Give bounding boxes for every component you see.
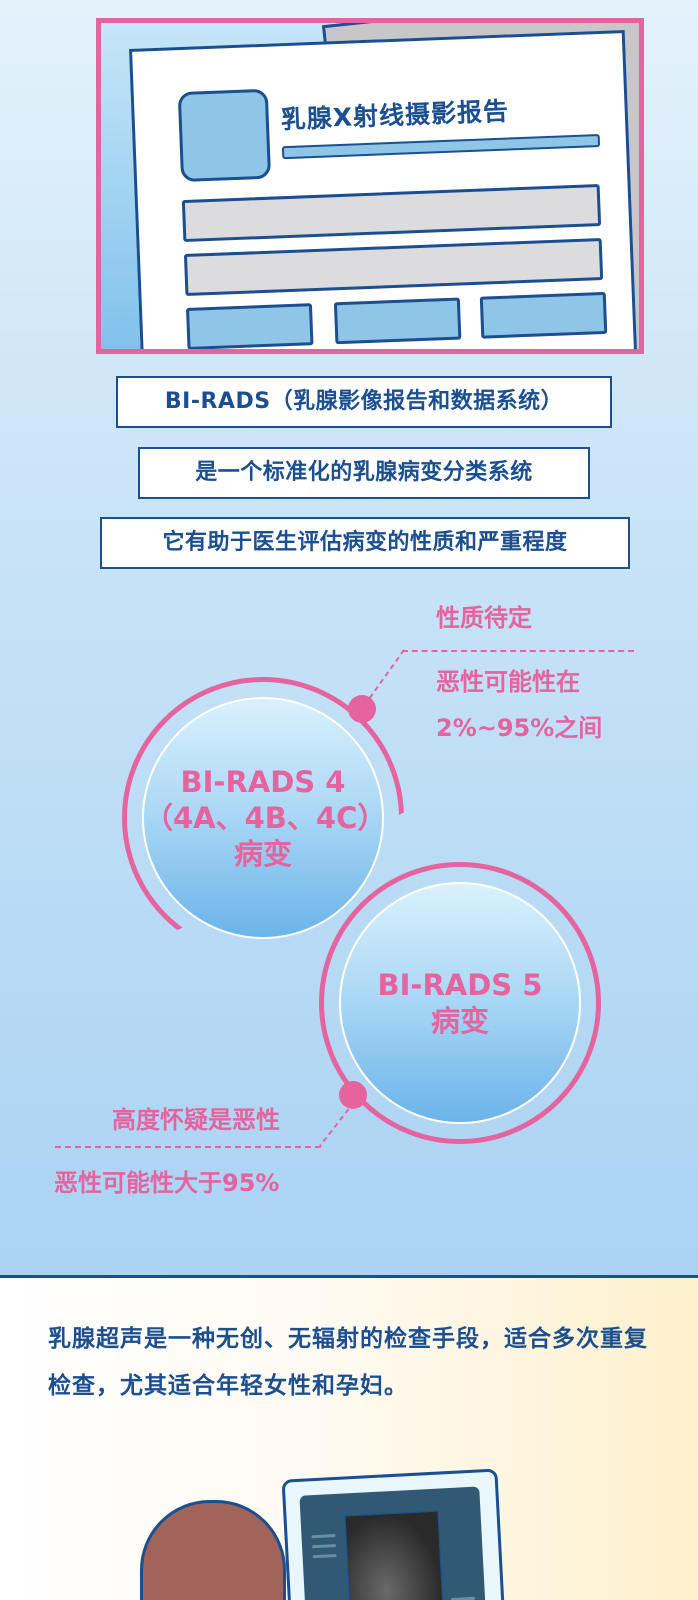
section-divider (0, 1275, 698, 1278)
birads5-lesion: 病变 (430, 1004, 489, 1038)
screen-line (312, 1544, 337, 1549)
caption-birads-definition: BI-RADS（乳腺影像报告和数据系统） (116, 376, 612, 428)
report-subtitle-line (281, 133, 601, 160)
birads5-connector (319, 1101, 355, 1147)
caption-purpose: 它有助于医生评估病变的性质和严重程度 (100, 517, 630, 569)
birads4-lesion: 病变 (233, 837, 292, 872)
birads5-note-dash (55, 1146, 321, 1148)
birads4-note-title: 性质待定 (436, 604, 532, 632)
report-title: 乳腺X射线摄影报告 (280, 96, 510, 135)
birads5-label: BI-RADS 5 (377, 967, 543, 1002)
ultrasound-scan-image (344, 1510, 446, 1600)
ultrasound-monitor-illustration (281, 1468, 507, 1600)
birads5-note-line1: 恶性可能性大于95% (54, 1169, 280, 1197)
screen-line (312, 1553, 337, 1559)
birads4-note-dash (402, 650, 634, 652)
caption-classification-system: 是一个标准化的乳腺病变分类系统 (138, 447, 590, 499)
doctor-hair-illustration (140, 1500, 286, 1600)
report-cell (185, 303, 314, 349)
birads5-circle: BI-RADS 5 病变 (339, 882, 581, 1124)
birads4-dot (348, 695, 376, 723)
report-cell (333, 297, 462, 345)
birads4-note-line2: 2%~95%之间 (436, 714, 603, 742)
birads4-subtypes: （4A、4B、4C） (144, 800, 387, 835)
report-illustration: 乳腺X射线摄影报告 (96, 18, 644, 354)
report-cell (479, 291, 608, 339)
birads4-circle: BI-RADS 4 （4A、4B、4C） 病变 (142, 697, 387, 939)
birads4-label: BI-RADS 4 (180, 764, 346, 799)
report-row (181, 184, 602, 243)
birads5-ring (319, 862, 601, 1144)
birads4-connector (363, 649, 405, 707)
monitor-screen (299, 1486, 488, 1600)
top-section: 乳腺X射线摄影报告 BI-RADS（乳腺影像报告和数据系统） 是一个标准化的乳腺… (54, 18, 644, 1197)
ultrasound-description: 乳腺超声是一种无创、无辐射的检查手段，适合多次重复检查，尤其适合年轻女性和孕妇。 (48, 1326, 648, 1399)
report-paper: 乳腺X射线摄影报告 (129, 29, 638, 349)
report-row (183, 237, 604, 297)
screen-line (311, 1534, 336, 1539)
birads5-note-title: 高度怀疑是恶性 (112, 1106, 280, 1134)
ultrasound-section: 乳腺超声是一种无创、无辐射的检查手段，适合多次重复检查，尤其适合年轻女性和孕妇。 (0, 1278, 698, 1600)
report-photo-placeholder (177, 88, 272, 183)
birads4-note-line1: 恶性可能性在 (436, 668, 580, 696)
